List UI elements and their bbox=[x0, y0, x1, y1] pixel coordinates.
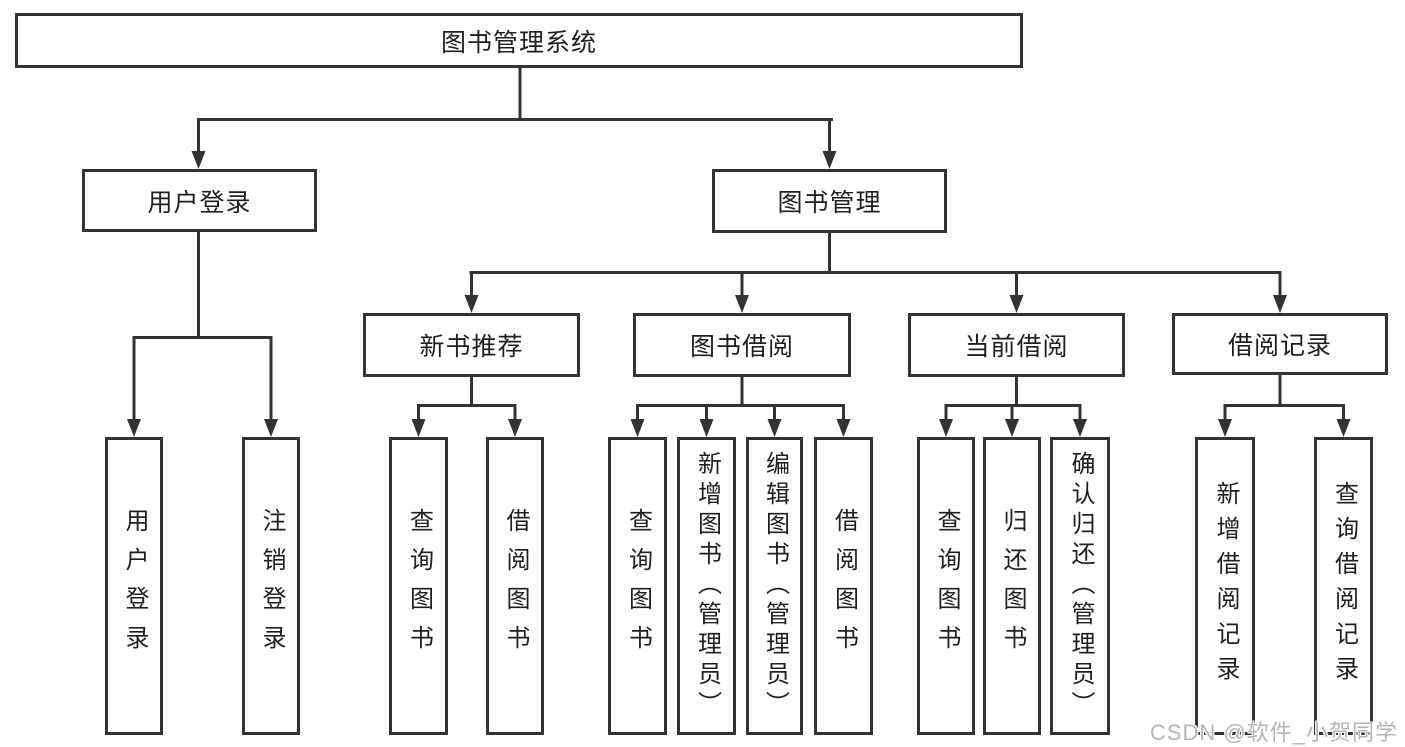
csdn-watermark: CSDN @软件_小贺同学 bbox=[1149, 720, 1398, 745]
node-label: 新书推荐 bbox=[419, 333, 524, 361]
node-label: 借阅图书 bbox=[502, 508, 529, 664]
node-label: 图书管理系统 bbox=[440, 28, 597, 57]
node-label: 注销登录 bbox=[258, 508, 285, 664]
node-label: 查询图书 bbox=[933, 508, 960, 664]
node-label: 当前借阅 bbox=[964, 333, 1069, 361]
node-query-books-recommend: 查询图书 bbox=[389, 437, 448, 735]
node-label: 查询图书 bbox=[405, 508, 433, 664]
node-new-book-recommendation: 新书推荐 bbox=[363, 313, 580, 377]
connector-lines bbox=[132, 66, 1345, 423]
node-user-login: 用户登录 bbox=[82, 169, 317, 232]
node-label: 归还图书 bbox=[999, 508, 1026, 664]
node-query-borrowing-record: 查询借阅记录 bbox=[1314, 437, 1373, 735]
node-logout-action: 注销登录 bbox=[242, 437, 300, 735]
node-confirm-return-admin: 确认归还（管理员） bbox=[1050, 437, 1110, 735]
node-label: 确认归还（管理员） bbox=[1067, 451, 1094, 721]
node-borrowing-records: 借阅记录 bbox=[1172, 313, 1388, 375]
node-add-books-admin: 新增图书（管理员） bbox=[677, 437, 736, 735]
node-borrow-books-recommend: 借阅图书 bbox=[486, 437, 544, 735]
node-label: 编辑图书（管理员） bbox=[761, 451, 789, 721]
node-query-books-borrowing: 查询图书 bbox=[608, 437, 667, 735]
node-book-management: 图书管理 bbox=[712, 169, 947, 233]
node-borrow-books-borrowing: 借阅图书 bbox=[814, 437, 873, 735]
node-user-login-action: 用户登录 bbox=[105, 437, 163, 735]
node-library-management-system: 图书管理系统 bbox=[15, 13, 1023, 68]
node-label: 图书管理 bbox=[777, 189, 882, 217]
node-edit-books-admin: 编辑图书（管理员） bbox=[746, 437, 803, 735]
node-current-borrowing: 当前借阅 bbox=[908, 313, 1125, 377]
node-label: 用户登录 bbox=[147, 188, 252, 217]
node-label: 图书借阅 bbox=[689, 333, 794, 361]
node-label: 查询借阅记录 bbox=[1330, 481, 1358, 691]
node-label: 新增借阅记录 bbox=[1212, 481, 1239, 691]
node-label: 借阅图书 bbox=[830, 508, 858, 664]
node-add-borrowing-record: 新增借阅记录 bbox=[1195, 437, 1255, 735]
node-label: 新增图书（管理员） bbox=[693, 451, 721, 721]
node-label: 借阅记录 bbox=[1227, 332, 1332, 360]
node-book-borrowing: 图书借阅 bbox=[633, 313, 851, 377]
node-label: 查询图书 bbox=[624, 508, 652, 664]
node-query-books-current: 查询图书 bbox=[917, 437, 975, 735]
node-return-books: 归还图书 bbox=[983, 437, 1041, 735]
node-label: 用户登录 bbox=[121, 508, 148, 664]
